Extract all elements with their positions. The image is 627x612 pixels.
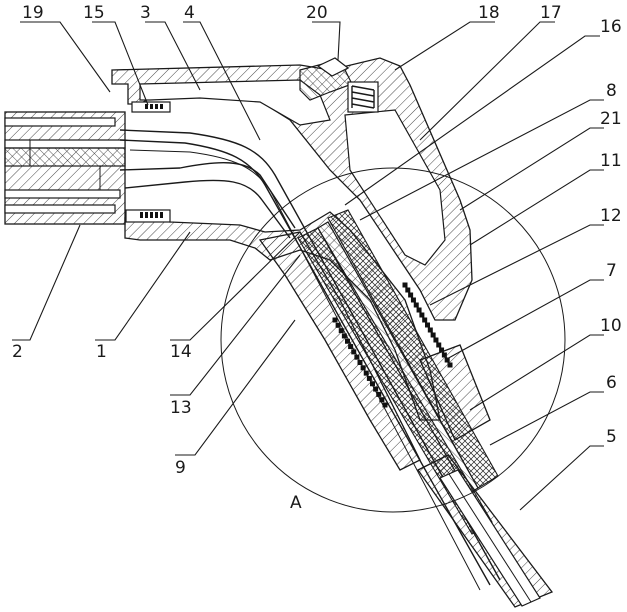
coil-turn [419,313,424,318]
seal-top [132,102,170,112]
callout-19: 19 [22,3,44,23]
coil-turn [376,392,381,397]
coil-turn [417,308,422,313]
coil-turn [383,403,388,408]
callout-20: 20 [306,3,328,23]
coil-turn [414,303,419,308]
coil-turn [405,288,410,293]
callout-12: 12 [600,206,622,226]
connector-lower-rib [5,190,120,198]
seal-bottom [126,210,170,222]
callout-6: 6 [606,373,617,393]
coil-turn [436,343,441,348]
coil-turn [339,328,344,333]
coil-turn [345,339,350,344]
callout-7: 7 [606,261,617,281]
callout-3: 3 [140,3,151,23]
coil-turn [433,338,438,343]
callout-17: 17 [540,3,562,23]
callout-2: 2 [12,342,23,362]
coil-turn [364,371,369,376]
detail-label-a: A [290,493,302,513]
callout-1: 1 [96,342,107,362]
callout-16: 16 [600,17,622,37]
callout-9: 9 [175,458,186,478]
callout-21: 21 [600,109,622,129]
coil-turn [370,381,375,386]
coil-turn [408,293,413,298]
connector-bore [5,148,125,166]
callout-11: 11 [600,151,622,171]
coil-turn [342,333,347,338]
callout-4: 4 [184,3,195,23]
coil-turn [379,397,384,402]
coil-turn [373,387,378,392]
callout-8: 8 [606,81,617,101]
coil-turn [361,365,366,370]
callout-5: 5 [606,427,617,447]
coil-turn [403,283,408,288]
connector-top-rib [5,118,115,126]
coil-turn [336,323,341,328]
coil-turn [351,349,356,354]
callout-10: 10 [600,316,622,336]
callout-14: 14 [170,342,192,362]
callout-13: 13 [170,398,192,418]
connector-mid-rib [5,140,125,148]
coil-turn [333,318,338,323]
coil-turn [354,355,359,360]
coil-turn [358,360,363,365]
coil-turn [431,333,436,338]
connector-bottom-rib [5,205,115,213]
coil-turn [411,298,416,303]
coil-turn [367,376,372,381]
coil-turn [348,344,353,349]
coil-turn [425,323,430,328]
connector-body [5,112,125,224]
callout-15: 15 [83,3,105,23]
callout-18: 18 [478,3,500,23]
coil-turn [428,328,433,333]
coil-turn [422,318,427,323]
